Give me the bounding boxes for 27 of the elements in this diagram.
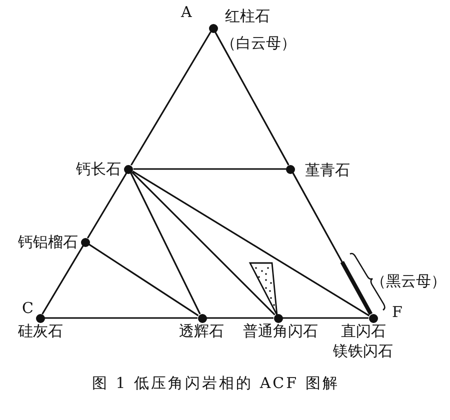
mineral-label: 堇青石	[304, 162, 350, 179]
vertex-letter: F	[392, 304, 402, 321]
tie-line	[88, 244, 199, 316]
triangle-side	[44, 317, 198, 319]
triangle-side	[86, 172, 128, 239]
tie-line	[132, 170, 370, 316]
mineral-label: 镁铁闪石	[333, 343, 393, 360]
vertex-letter: C	[22, 300, 34, 317]
triangle-side	[42, 245, 84, 315]
tie-line	[130, 172, 201, 314]
triangle-side	[214, 32, 290, 166]
mineral-label: 红柱石	[225, 8, 270, 25]
triangle-side	[282, 317, 368, 319]
mineral-label: 硅灰石	[18, 323, 63, 340]
mineral-label: 直闪石	[341, 323, 386, 340]
figure-caption: 图 1 低压角闪岩相的 ACF 图解	[92, 375, 340, 392]
mineral-label: （白云母）	[221, 35, 296, 52]
mineral-label: 普通角闪石	[243, 323, 318, 340]
mineral-label: 钙长石	[76, 161, 121, 178]
tie-line	[132, 172, 276, 316]
mineral-label: 钙铝榴石	[18, 234, 78, 251]
mineral-label: 透辉石	[179, 323, 224, 340]
mineral-label: （黑云母）	[371, 273, 446, 290]
triangle-side	[130, 31, 212, 166]
triangle-side	[206, 317, 274, 319]
vertex-letter: A	[181, 4, 192, 21]
tie-line	[133, 168, 286, 170]
